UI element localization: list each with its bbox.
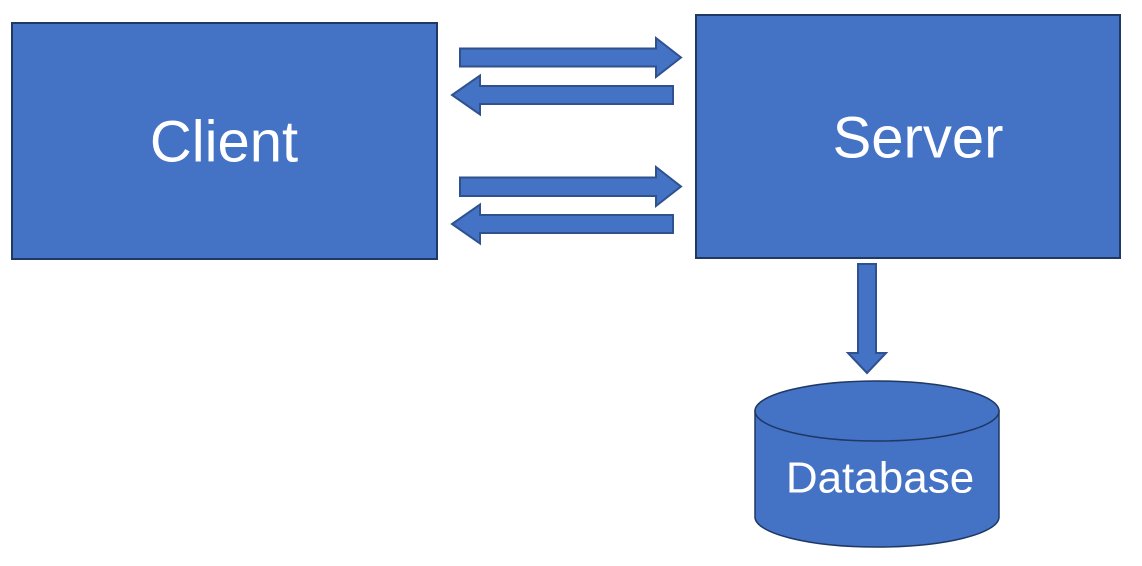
arrow-server-to-client-bottom xyxy=(450,202,674,246)
database-label: Database xyxy=(786,454,974,503)
arrow-server-to-database xyxy=(845,263,889,375)
database-cylinder-body xyxy=(754,410,1000,548)
arrow-server-to-client-top xyxy=(450,73,674,117)
client-label: Client xyxy=(150,110,298,175)
client-node xyxy=(11,22,438,260)
database-cylinder-top xyxy=(754,380,1000,442)
server-label: Server xyxy=(833,106,1004,171)
arrow-client-to-server-bottom xyxy=(459,164,683,209)
database-cylinder xyxy=(754,380,1000,548)
server-node xyxy=(695,14,1121,259)
arrow-client-to-server-top xyxy=(459,35,683,80)
